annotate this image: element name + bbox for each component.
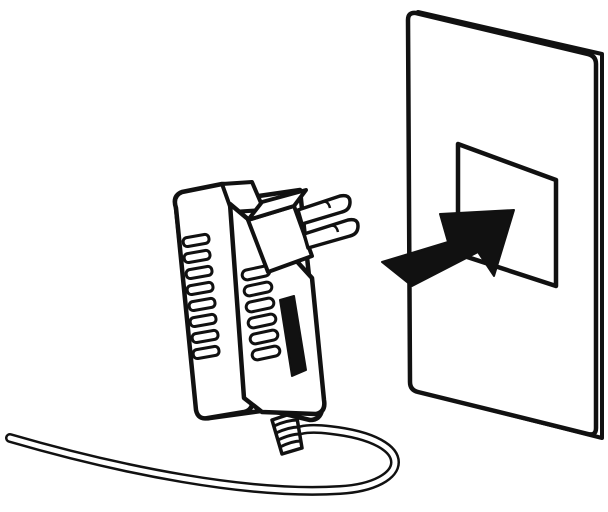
plug-prong-upper xyxy=(296,193,352,226)
cable-inner xyxy=(7,426,398,494)
power-cable-icon xyxy=(5,410,400,496)
adapter-vents-right xyxy=(240,264,282,362)
plug-prong-upper-tip xyxy=(321,200,332,209)
adapter-vents-left xyxy=(181,232,221,361)
arrow-shape xyxy=(381,209,515,287)
plug-collar-top xyxy=(246,188,308,222)
adapter-side-strip xyxy=(279,295,307,377)
insert-arrow-icon xyxy=(381,209,515,287)
strain-relief-rings xyxy=(273,418,302,449)
plug-prongs-icon xyxy=(246,188,360,274)
power-adapter-icon xyxy=(172,180,327,423)
plug-prong-lower-tip xyxy=(329,224,340,233)
plug-prong-lower xyxy=(302,217,360,250)
